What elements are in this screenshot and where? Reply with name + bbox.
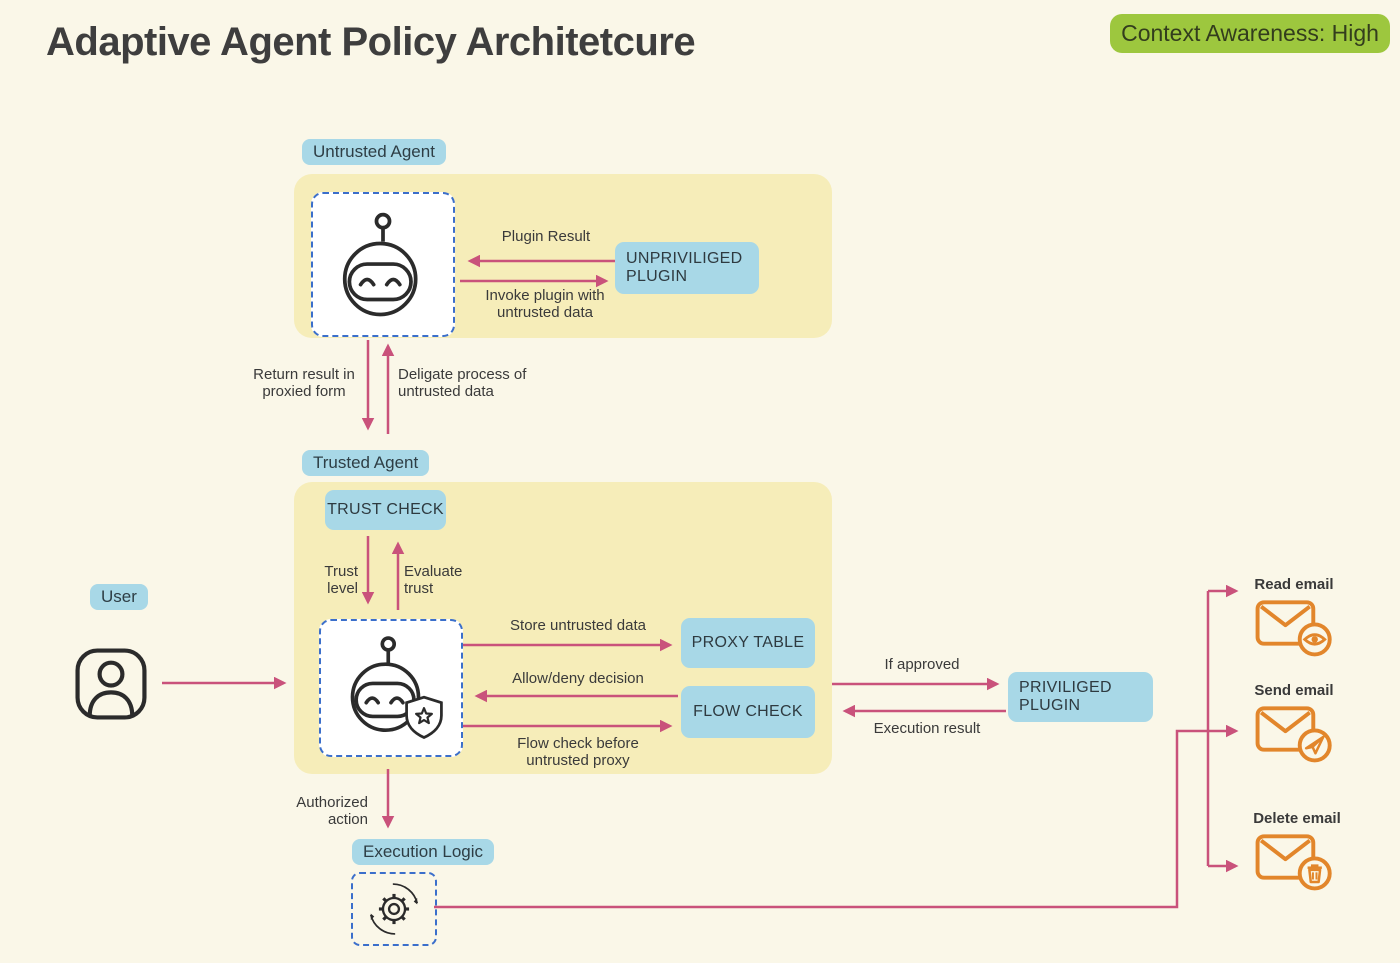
trust-check-box: TRUST CHECK	[325, 490, 446, 530]
return-result-label: Return result in proxied form	[253, 366, 355, 400]
flow-check-box: FLOW CHECK	[681, 686, 815, 738]
envelope-send-icon	[1254, 704, 1334, 764]
delegate-process-label: Deligate process of untrusted data	[398, 366, 527, 400]
plugin-result-label: Plugin Result	[501, 228, 591, 245]
execution-logic-tag: Execution Logic	[352, 839, 495, 865]
unprivileged-plugin-box: UNPRIVILIGED PLUGIN	[615, 242, 759, 294]
flow-check-label: Flow check before untrusted proxy	[517, 735, 639, 769]
trusted-agent-tag: Trusted Agent	[302, 450, 430, 476]
robot-shield-icon	[335, 633, 447, 743]
execution-result-label: Execution result	[873, 720, 981, 737]
allow-deny-label: Allow/deny decision	[512, 670, 644, 687]
read-email-label: Read email	[1254, 576, 1334, 593]
robot-icon	[327, 208, 439, 322]
execution-gear-box	[351, 872, 437, 946]
gear-cycle-icon	[365, 880, 423, 938]
context-awareness-text: Context Awareness: High	[1121, 20, 1379, 46]
untrusted-agent-tag: Untrusted Agent	[302, 139, 446, 165]
if-approved-label: If approved	[884, 656, 960, 673]
envelope-eye-icon	[1254, 598, 1334, 658]
privileged-plugin-box: PRIVILIGED PLUGIN	[1008, 672, 1153, 722]
delete-email-label: Delete email	[1253, 810, 1341, 827]
context-awareness-badge: Context Awareness: High	[1110, 14, 1390, 53]
user-tag: User	[90, 584, 148, 610]
untrusted-robot-box	[311, 192, 455, 337]
person-icon	[73, 646, 149, 722]
envelope-trash-icon	[1254, 832, 1334, 892]
send-email-label: Send email	[1254, 682, 1334, 699]
trusted-robot-box	[319, 619, 463, 757]
authorized-action-label: Authorized action	[296, 794, 368, 828]
proxy-table-box: PROXY TABLE	[681, 618, 815, 668]
invoke-plugin-label: Invoke plugin with untrusted data	[485, 287, 605, 321]
trust-level-label: Trust level	[324, 563, 358, 597]
evaluate-trust-label: Evaluate trust	[404, 563, 463, 597]
store-untrusted-label: Store untrusted data	[510, 617, 646, 634]
page-title: Adaptive Agent Policy Architetcure	[46, 20, 696, 64]
